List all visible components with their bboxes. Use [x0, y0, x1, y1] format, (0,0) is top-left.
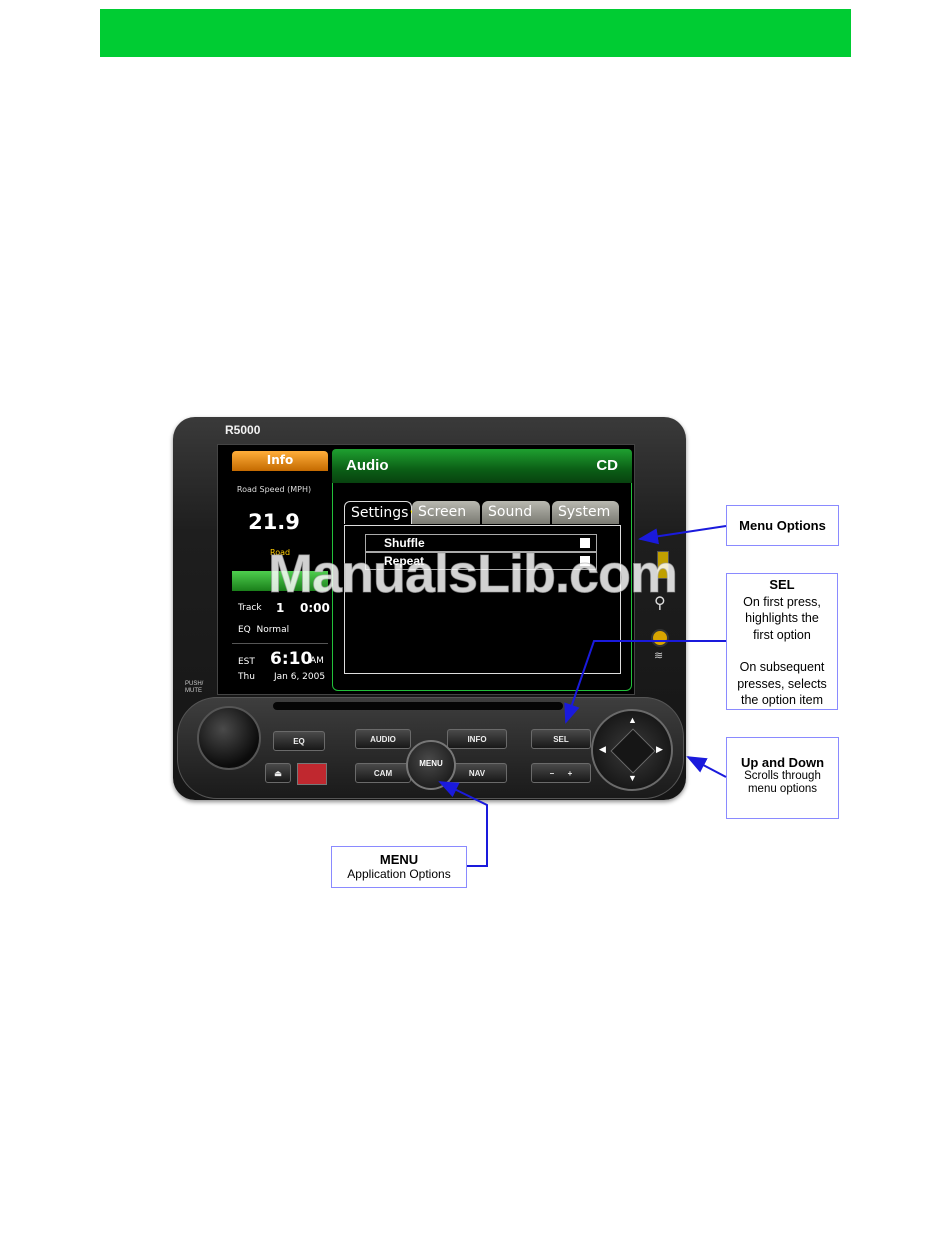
arrow-right-icon[interactable]: ▶: [656, 744, 663, 754]
callout-sel-title: SEL: [769, 577, 795, 592]
eject-button[interactable]: ⏏: [265, 763, 291, 783]
checkbox-icon[interactable]: [580, 538, 590, 548]
callout-sel-line3: first option: [753, 627, 811, 642]
model-label: R5000: [225, 423, 261, 437]
display-screen: Info Road Speed (MPH) 21.9 Road Track 1 …: [217, 444, 635, 695]
clock-time: 6:10: [270, 649, 313, 669]
eq-label: EQ: [238, 625, 251, 635]
push-mute-text: PUSH/ MUTE: [185, 681, 204, 694]
arrow-up-down: [686, 756, 727, 778]
road-speed-value: 21.9: [248, 510, 300, 534]
volume-knob[interactable]: [197, 706, 261, 770]
callout-sel-line5: presses, selects: [737, 676, 827, 691]
clock-ampm: AM: [310, 656, 324, 666]
plus-button[interactable]: +: [567, 769, 573, 778]
nav-button[interactable]: NAV: [447, 763, 507, 783]
header-banner: [100, 9, 851, 57]
callout-sel-line4: On subsequent: [739, 660, 825, 674]
day-label: Thu: [238, 672, 255, 682]
arrow-up-icon[interactable]: ▲: [628, 715, 637, 725]
head-unit-device: R5000 Info Road Speed (MPH) 21.9 Road Tr…: [173, 417, 686, 800]
eq-button[interactable]: EQ: [273, 731, 325, 751]
option-shuffle[interactable]: Shuffle: [365, 534, 597, 552]
audio-header: Audio CD: [332, 449, 632, 483]
track-number: 1: [276, 601, 285, 615]
audio-button[interactable]: AUDIO: [355, 729, 411, 749]
seek-buttons[interactable]: – +: [531, 763, 591, 783]
minus-button[interactable]: –: [549, 769, 555, 778]
road-speed-label: Road Speed (MPH): [236, 485, 312, 494]
tab-system[interactable]: System: [552, 501, 619, 524]
info-tab[interactable]: Info: [232, 451, 328, 471]
callout-up-down-line1: Scrolls through: [744, 770, 821, 782]
callout-up-down-line2: menu options: [747, 783, 818, 795]
track-label: Track: [238, 603, 262, 613]
callout-menu-desc: Application Options: [347, 867, 451, 881]
option-repeat-label: Repeat: [384, 554, 425, 568]
track-time: 0:00: [300, 601, 330, 615]
arrow-sel: [564, 640, 726, 724]
watermark: ManualsLib.com: [267, 544, 678, 605]
audio-title: Audio: [346, 457, 389, 474]
arrow-down-icon[interactable]: ▼: [628, 773, 637, 783]
aux-jack-icon: [651, 629, 669, 647]
push-mute-label: PUSH/ MUTE: [185, 681, 203, 695]
callout-sel-line6: the option item: [741, 693, 823, 707]
red-button[interactable]: [297, 763, 327, 785]
usb-icon: ⚲: [654, 595, 666, 612]
sd-card-slot: [657, 551, 669, 579]
eject-icon: ⏏: [274, 769, 282, 778]
info-column: Info Road Speed (MPH) 21.9 Road Track 1 …: [218, 445, 330, 694]
option-repeat[interactable]: Repeat: [365, 552, 597, 570]
cam-button[interactable]: CAM: [355, 763, 411, 783]
sel-button[interactable]: SEL: [531, 729, 591, 749]
callout-up-down: Up and Down Scrolls through menu options: [726, 737, 839, 819]
audio-source: CD: [596, 457, 618, 474]
info-button[interactable]: INFO: [447, 729, 507, 749]
callout-menu: MENU Application Options: [331, 846, 467, 888]
callout-sel-line1: On first press,: [743, 594, 821, 609]
eq-status: EQ Normal: [238, 625, 289, 635]
audio-tabs: Settings▼ Screen Sound System: [344, 501, 619, 525]
arrow-menu-options: [638, 525, 727, 545]
date-label: Jan 6, 2005: [274, 672, 326, 682]
road-small-label: Road: [270, 548, 291, 557]
divider: [232, 643, 328, 644]
callout-up-down-title: Up and Down: [740, 755, 825, 770]
arrow-left-icon[interactable]: ◀: [599, 744, 606, 754]
callout-sel-line2: highlights the: [745, 611, 819, 625]
checkbox-icon[interactable]: [580, 556, 590, 566]
cd-slot: [273, 702, 563, 710]
arrow-menu: [438, 781, 488, 867]
dpad[interactable]: ▲ ▼ ◀ ▶: [591, 709, 673, 791]
callout-menu-options: Menu Options: [726, 505, 839, 546]
audio-frame: [332, 483, 632, 691]
tab-screen[interactable]: Screen: [412, 501, 480, 524]
eq-value: Normal: [256, 625, 290, 635]
callout-sel: SEL On first press, highlights the first…: [726, 573, 838, 710]
timezone: EST: [238, 657, 255, 667]
audio-pane: Audio CD Settings▼ Screen Sound System S…: [332, 445, 634, 694]
callout-menu-title: MENU: [379, 852, 419, 867]
tab-sound[interactable]: Sound: [482, 501, 550, 524]
ir-sensor-icon: ≋: [654, 650, 664, 662]
media-bar: [232, 571, 328, 591]
tab-settings-label: Settings: [351, 505, 409, 521]
settings-panel: Shuffle Repeat: [344, 525, 621, 674]
option-shuffle-label: Shuffle: [384, 536, 425, 550]
